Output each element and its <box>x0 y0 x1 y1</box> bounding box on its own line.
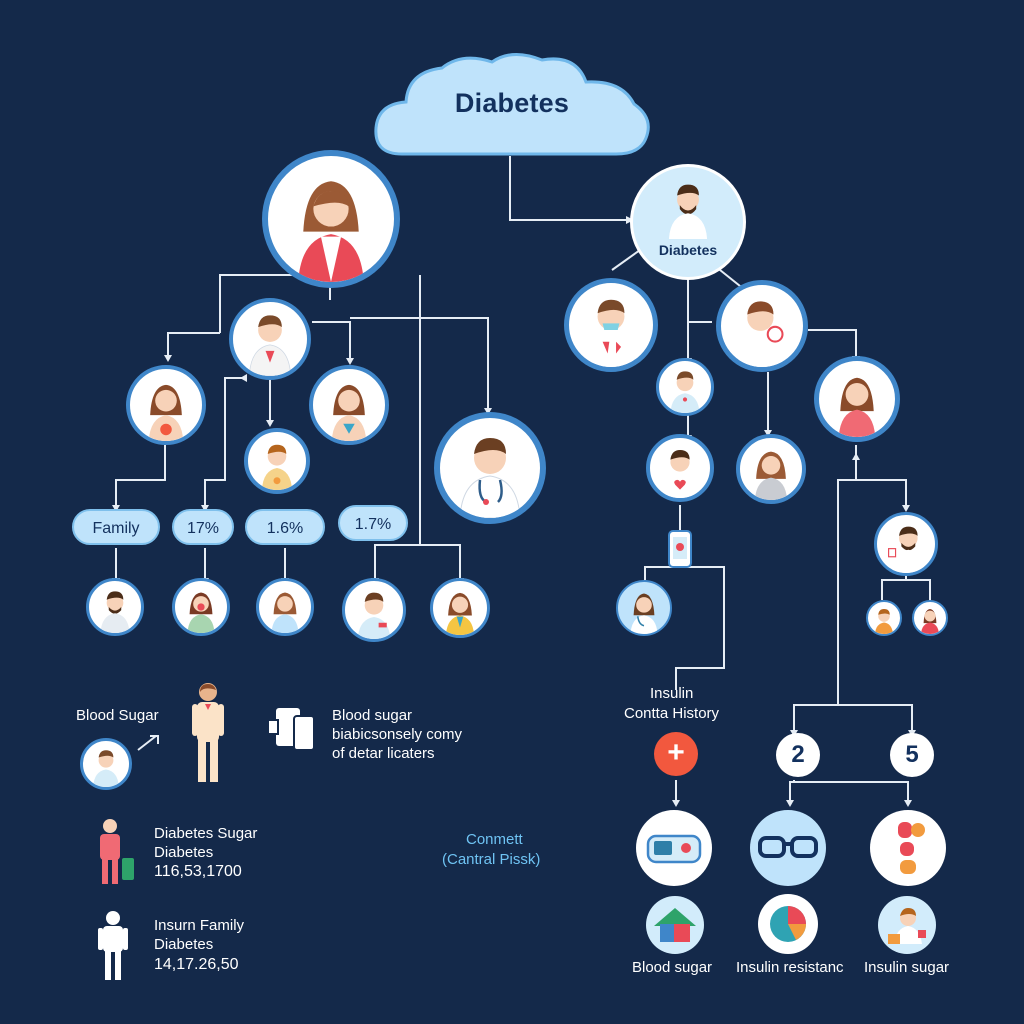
right-root-label: Diabetes <box>658 242 718 258</box>
number-five-badge: 5 <box>890 733 934 777</box>
left-root-node <box>262 150 400 288</box>
blood-test-circle <box>636 810 712 886</box>
child-icon <box>875 609 893 634</box>
person-white-icon <box>96 910 130 982</box>
plus-icon: + <box>654 732 698 776</box>
center-note-line1: Conmett <box>466 831 523 848</box>
insulin-label: Insulin <box>650 685 694 702</box>
capsules-icon <box>898 822 925 874</box>
nurse-icon <box>630 593 658 634</box>
child-node-2 <box>912 600 948 636</box>
stat1-line2: Diabetes <box>154 844 214 861</box>
small-man-node <box>656 358 714 416</box>
woman-icon <box>148 384 184 441</box>
stat1-line1: Diabetes Sugar <box>154 825 258 842</box>
glasses-circle <box>750 810 826 886</box>
face-woman-2 <box>256 578 314 636</box>
phone-icon <box>668 530 692 568</box>
woman-icon <box>331 384 367 441</box>
pill-family: Family <box>72 509 160 545</box>
man-icon <box>737 301 784 367</box>
person-red-icon <box>94 818 138 886</box>
woman-icon <box>445 592 475 635</box>
woman-icon <box>754 451 788 500</box>
woman-icon <box>187 592 215 633</box>
bearded-man-icon <box>668 184 708 240</box>
doctor-at-desk-icon <box>888 908 926 944</box>
face-woman-mask <box>172 578 230 636</box>
woman-icon <box>838 377 876 437</box>
desc-line-2: biabicsonsely comy <box>332 726 463 743</box>
child-node-1 <box>866 600 902 636</box>
doctor-stethoscope-node <box>434 412 546 524</box>
man-mask-node <box>564 278 658 372</box>
blood-sugar-label: Blood Sugar <box>76 707 159 724</box>
pie-icon-circle <box>758 894 818 954</box>
pie-chart-icon <box>770 906 806 942</box>
right-root-node: Diabetes <box>630 164 746 280</box>
home-icon <box>654 908 696 942</box>
pill-1-6-percent: 1.6% <box>245 509 325 545</box>
diagram-title: Diabetes <box>454 88 570 118</box>
heart-shirt-man-icon <box>663 450 697 498</box>
desc-line-3: of detar licaters <box>332 745 435 762</box>
bottom-label-insulin-resistance: Insulin resistanc <box>736 959 844 976</box>
bottom-label-insulin-sugar: Insulin sugar <box>864 959 950 976</box>
pills-circle <box>870 810 946 886</box>
stethoscope-doctor-icon <box>459 438 521 518</box>
pill-1-7-percent: 1.7% <box>338 505 408 541</box>
woman-icon <box>271 592 299 633</box>
stat1-line3: 116,53,1700 <box>154 863 242 880</box>
pill-17-percent: 17% <box>172 509 234 545</box>
stat2-line1: Insurn Family <box>154 917 245 934</box>
man-icon <box>670 371 700 413</box>
man-icon <box>357 592 391 639</box>
man-avatar-small <box>80 738 132 790</box>
contta-history-label: Contta History <box>624 705 720 722</box>
woman-node-2 <box>309 365 389 445</box>
title-cloud <box>374 53 650 156</box>
face-man-beard <box>86 578 144 636</box>
devices-icon <box>266 706 322 754</box>
heart-man-node <box>646 434 714 502</box>
man-icon <box>93 750 119 787</box>
syringe-icon <box>136 734 160 752</box>
bearded-man-icon <box>888 526 925 573</box>
doctor-node <box>229 298 311 380</box>
stat2-line2: Diabetes <box>154 936 214 953</box>
boy-icon <box>261 444 293 490</box>
center-note-line2: (Cantral Pissk) <box>442 851 541 868</box>
glucose-meter-icon <box>646 834 702 864</box>
woman-red-jacket-icon <box>298 181 364 282</box>
face-man-badge <box>342 578 406 642</box>
glasses-icon <box>758 836 818 858</box>
stat2-line3: 14,17.26,50 <box>154 956 239 973</box>
woman-grey-node <box>736 434 806 504</box>
doctor-icon <box>248 315 292 376</box>
boy-node <box>244 428 310 494</box>
masked-man-icon <box>587 299 635 367</box>
nurse-node <box>616 580 672 636</box>
man-right-node <box>874 512 938 576</box>
standing-person-icon <box>188 680 228 786</box>
home-icon-circle <box>646 896 704 954</box>
desc-title: Blood sugar <box>332 707 413 724</box>
woman-node-1 <box>126 365 206 445</box>
woman-red-node <box>814 356 900 442</box>
number-two-badge: 2 <box>776 733 820 777</box>
child-icon <box>921 609 939 634</box>
face-woman-3 <box>430 578 490 638</box>
man-badge-node <box>716 280 808 372</box>
doctor-icon-circle <box>878 896 936 954</box>
bottom-label-blood-sugar: Blood sugar <box>632 959 713 976</box>
bearded-man-icon <box>100 591 130 633</box>
